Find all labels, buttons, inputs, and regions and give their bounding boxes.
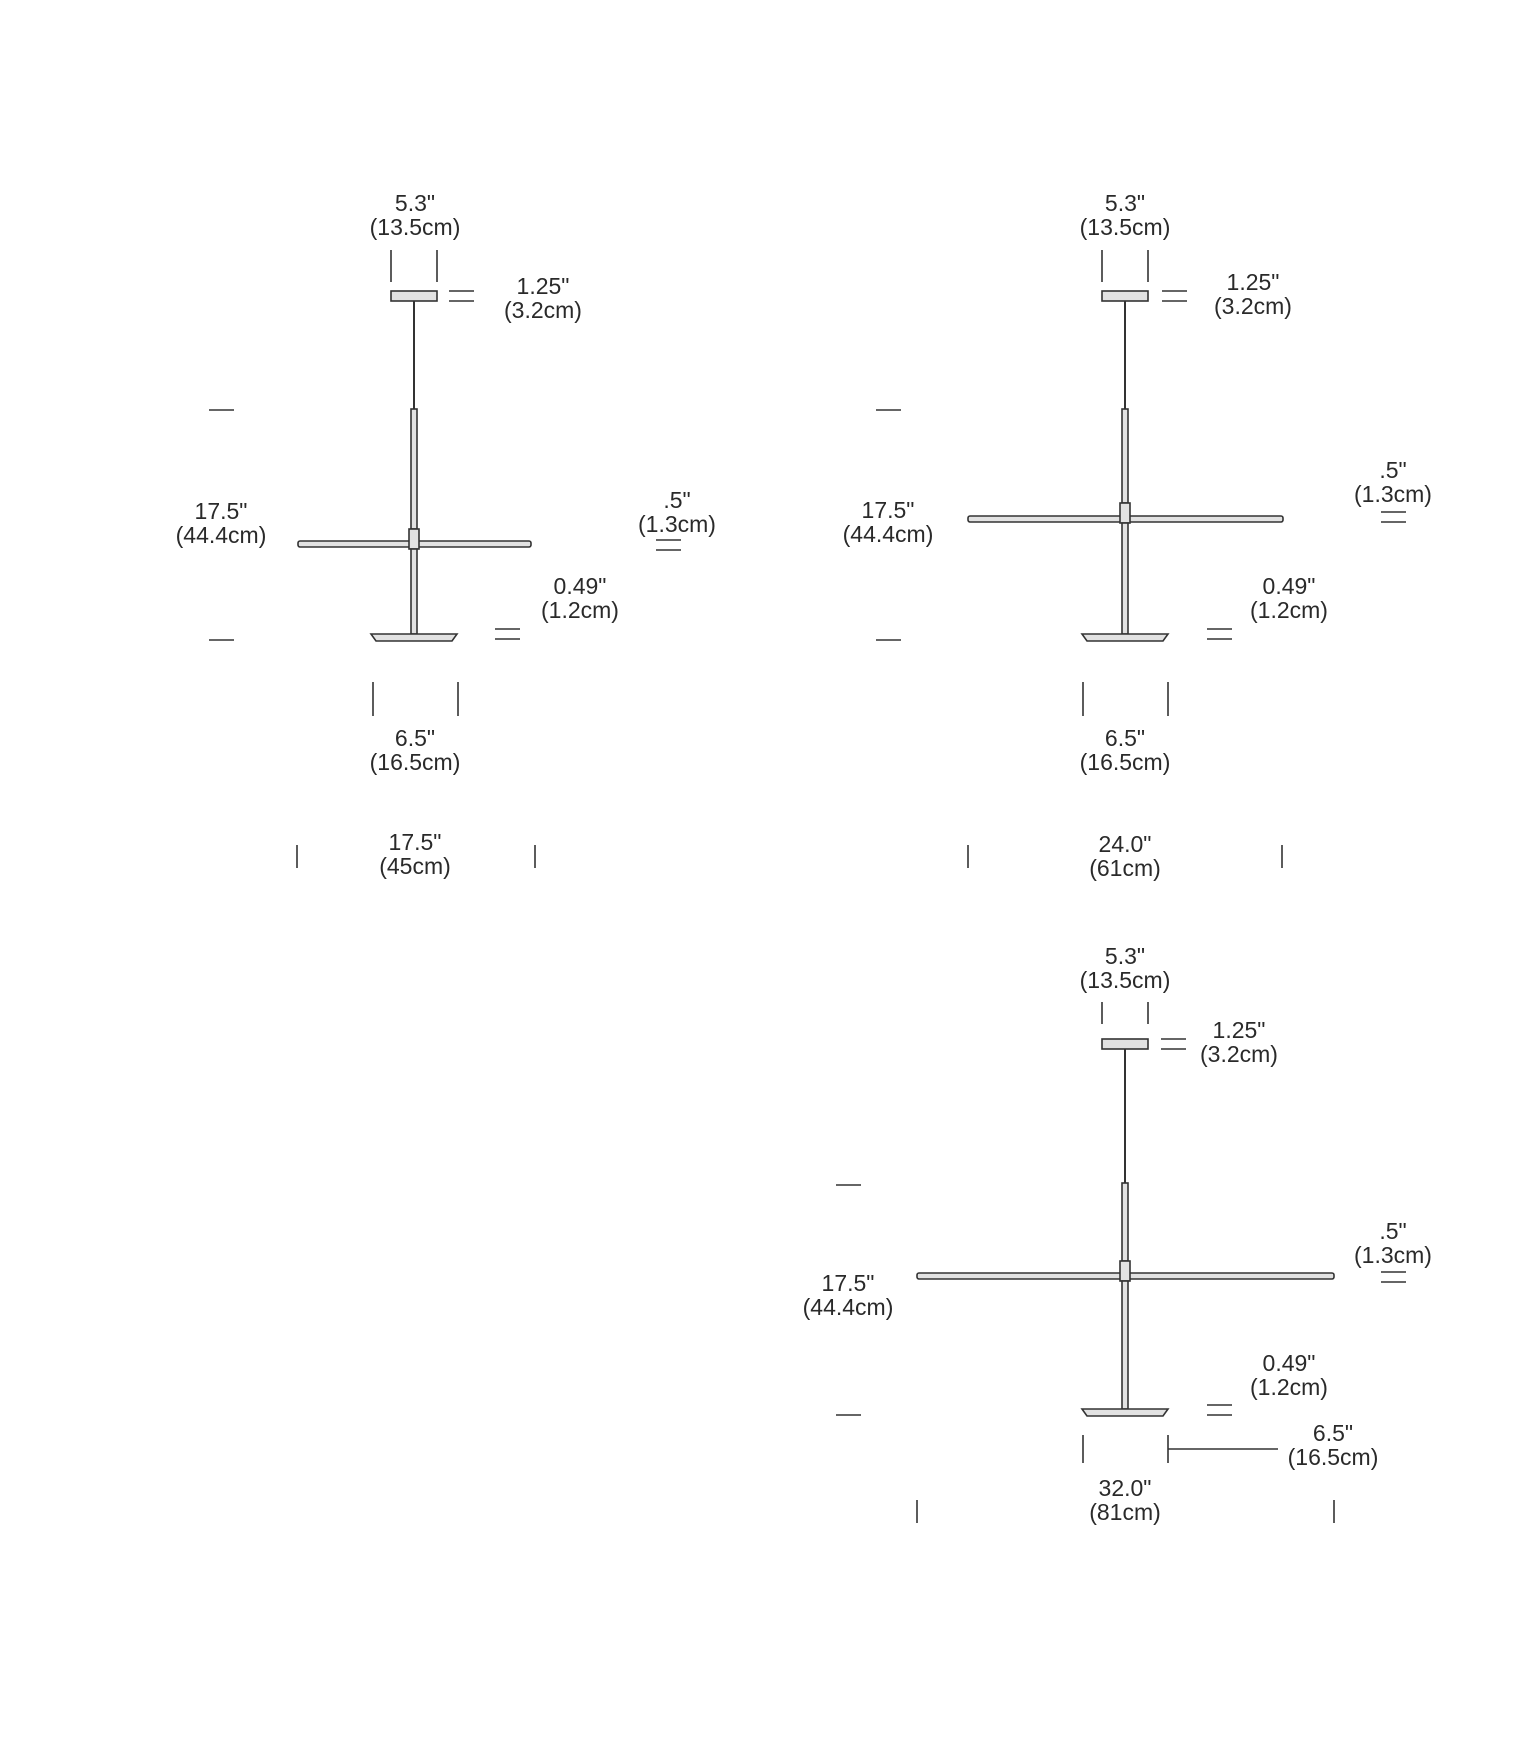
drop-height-in: 17.5" (862, 497, 915, 523)
lower-stem (1121, 522, 1129, 635)
base-height-cm: (1.2cm) (1250, 597, 1328, 623)
canopy-height-cm: (3.2cm) (1200, 1041, 1278, 1067)
upper-stem (410, 408, 418, 530)
drop-height-in: 17.5" (822, 1270, 875, 1296)
base-width-in: 6.5" (395, 725, 435, 751)
canopy-width-cm: (13.5cm) (1080, 967, 1171, 993)
canopy-height-in: 1.25" (517, 273, 570, 299)
drop-height-in: 17.5" (195, 498, 248, 524)
overall-width-in: 17.5" (389, 829, 442, 855)
disc-hub (1119, 502, 1131, 524)
disc-thickness-cm: (1.3cm) (1354, 481, 1432, 507)
canopy-height-cm: (3.2cm) (504, 297, 582, 323)
disc-hub (408, 528, 420, 550)
base-width-in: 6.5" (1105, 725, 1145, 751)
figure-large: 5.3" (13.5cm) 1.25" (3.2cm) 17.5" (44.4c… (803, 943, 1432, 1525)
base-height-cm: (1.2cm) (1250, 1374, 1328, 1400)
base-height-in: 0.49" (554, 573, 607, 599)
base (1080, 1408, 1170, 1417)
canopy (1101, 290, 1149, 302)
drop-height-cm: (44.4cm) (803, 1294, 894, 1320)
figure-small: 5.3" (13.5cm) 1.25" (3.2cm) 17.5" (44.4c… (176, 190, 716, 879)
canopy-width-in: 5.3" (1105, 943, 1145, 969)
overall-width-in: 24.0" (1099, 831, 1152, 857)
canopy-width-cm: (13.5cm) (1080, 214, 1171, 240)
drop-height-cm: (44.4cm) (843, 521, 934, 547)
canopy-width-in: 5.3" (1105, 190, 1145, 216)
canopy-width-cm: (13.5cm) (370, 214, 461, 240)
canopy-width-in: 5.3" (395, 190, 435, 216)
canopy-height-cm: (3.2cm) (1214, 293, 1292, 319)
overall-width-cm: (81cm) (1089, 1499, 1161, 1525)
base-width-cm: (16.5cm) (1288, 1444, 1379, 1470)
overall-width-cm: (61cm) (1089, 855, 1161, 881)
base-height-in: 0.49" (1263, 573, 1316, 599)
disc-hub (1119, 1260, 1131, 1282)
figure-medium: 5.3" (13.5cm) 1.25" (3.2cm) 17.5" (44.4c… (843, 190, 1432, 881)
disc-thickness-cm: (1.3cm) (638, 511, 716, 537)
overall-width-in: 32.0" (1099, 1475, 1152, 1501)
disc-thickness-in: .5" (1379, 457, 1406, 483)
lower-stem (1121, 1280, 1129, 1410)
base (1080, 633, 1170, 642)
disc-thickness-in: .5" (663, 487, 690, 513)
drop-height-cm: (44.4cm) (176, 522, 267, 548)
canopy (390, 290, 438, 302)
base (369, 633, 459, 642)
base-height-cm: (1.2cm) (541, 597, 619, 623)
base-height-in: 0.49" (1263, 1350, 1316, 1376)
canopy (1101, 1038, 1149, 1050)
canopy-height-in: 1.25" (1213, 1017, 1266, 1043)
disc-thickness-cm: (1.3cm) (1354, 1242, 1432, 1268)
base-width-cm: (16.5cm) (370, 749, 461, 775)
canopy-height-in: 1.25" (1227, 269, 1280, 295)
disc-thickness-in: .5" (1379, 1218, 1406, 1244)
upper-stem (1121, 1182, 1129, 1262)
base-width-cm: (16.5cm) (1080, 749, 1171, 775)
upper-stem (1121, 408, 1129, 504)
lower-stem (410, 548, 418, 635)
base-width-in: 6.5" (1313, 1420, 1353, 1446)
overall-width-cm: (45cm) (379, 853, 451, 879)
